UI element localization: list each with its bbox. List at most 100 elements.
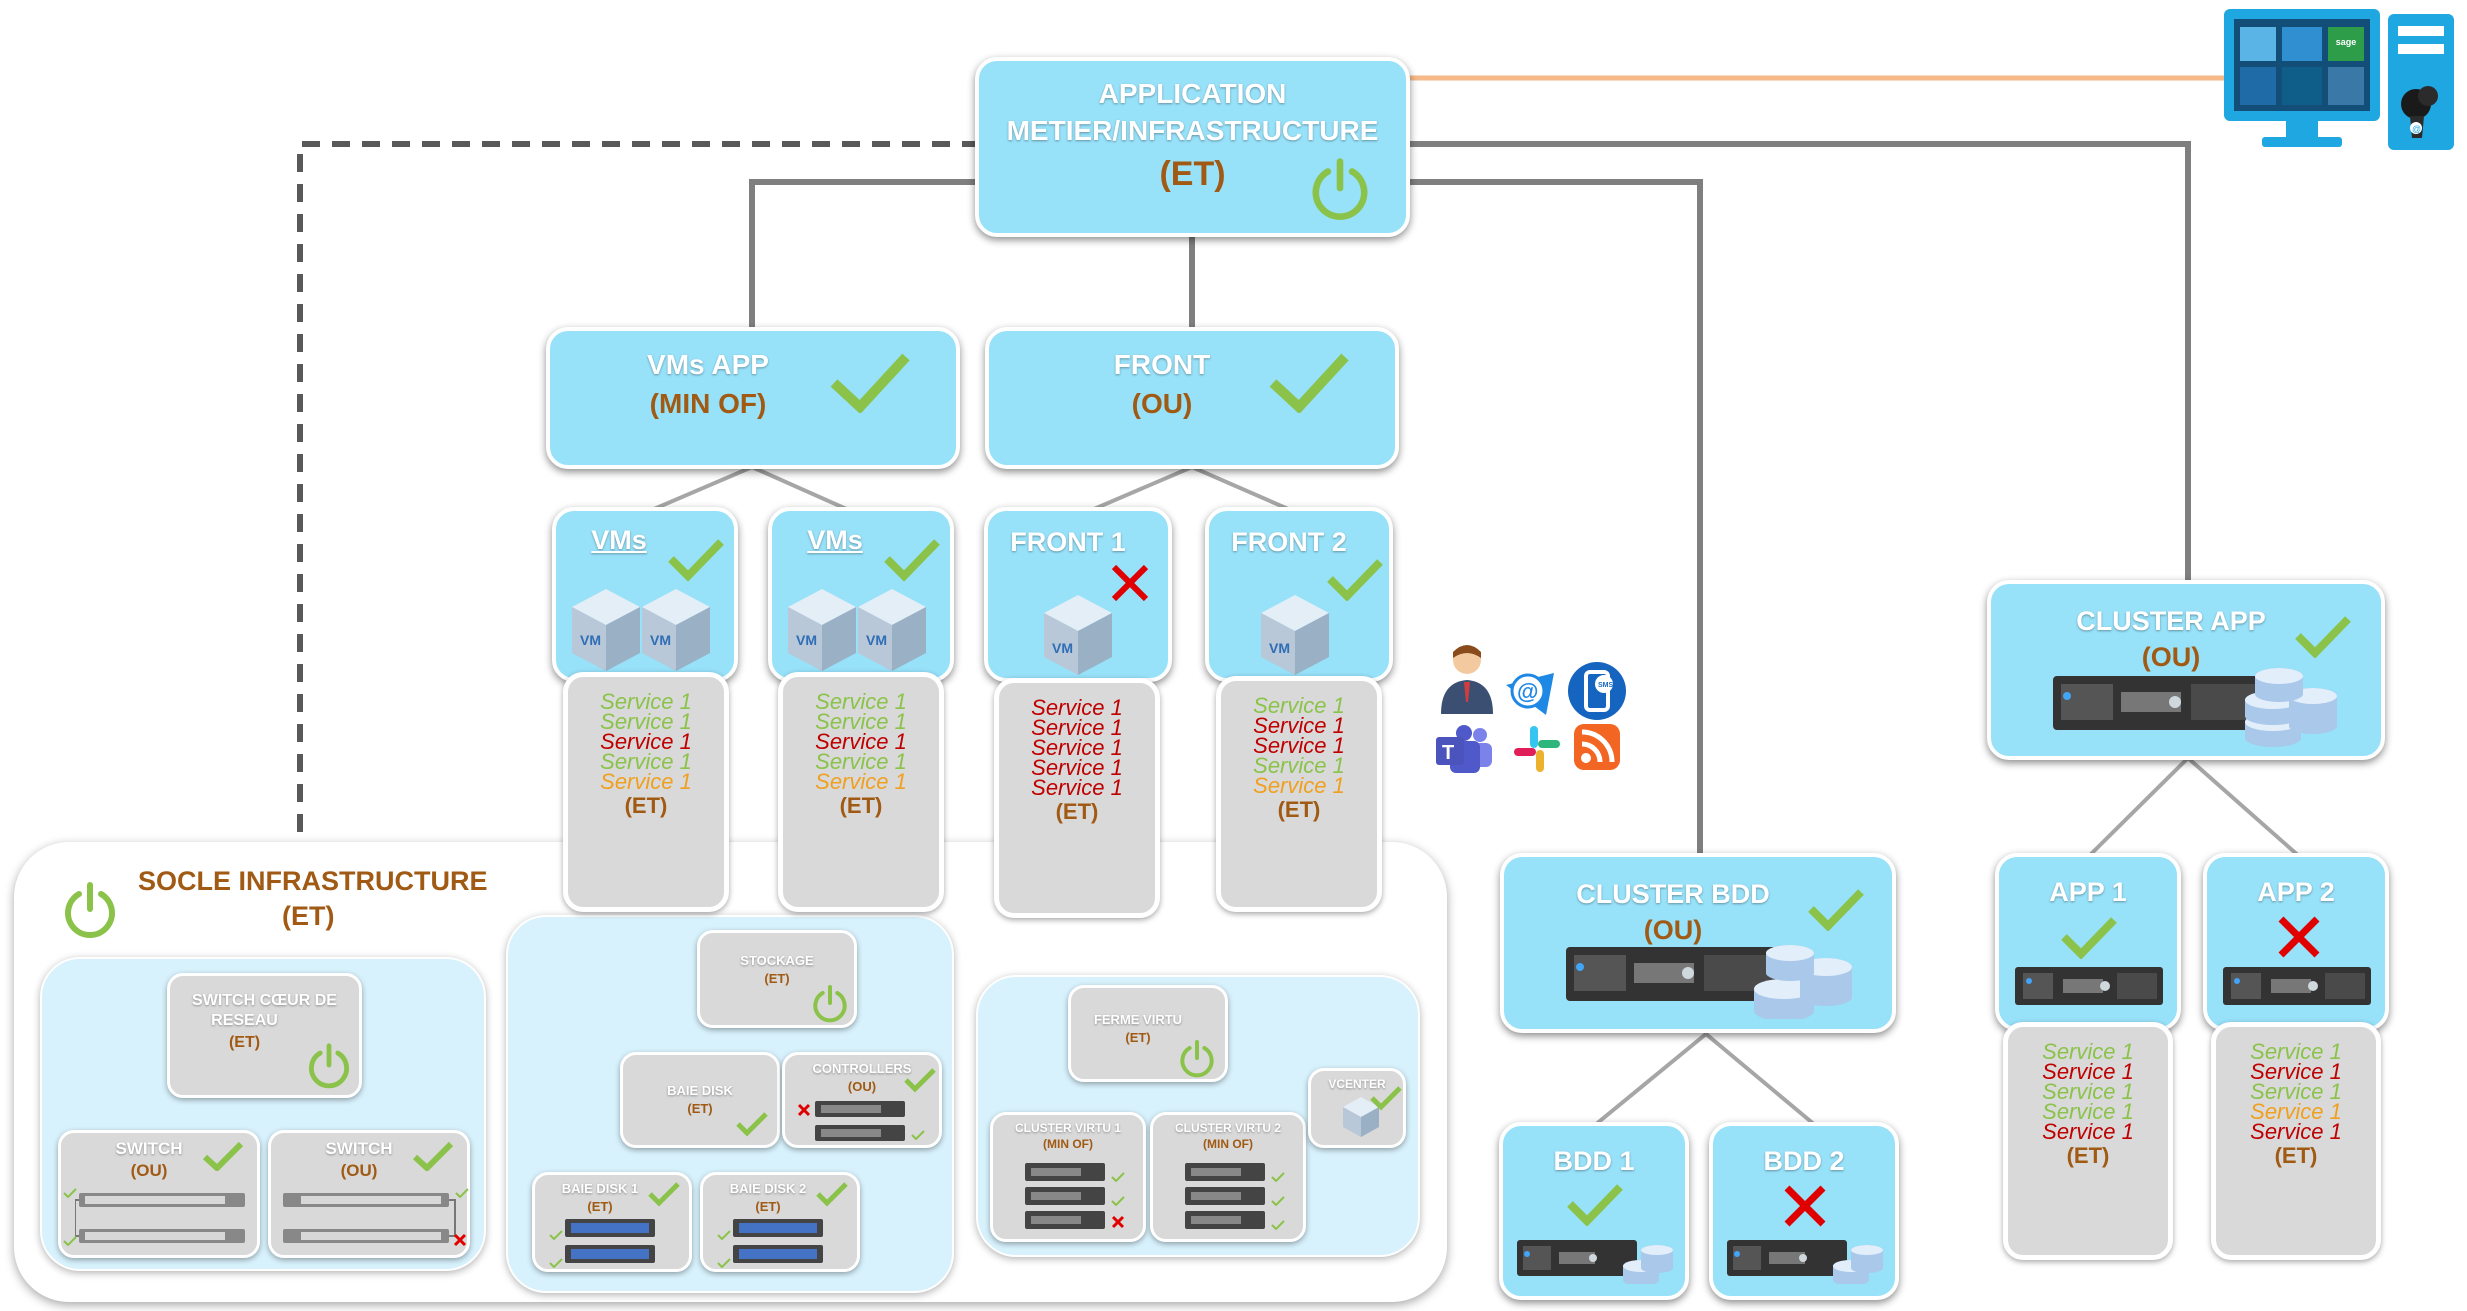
switch-coeur-title-1: SWITCH CŒUR DE [192,992,337,1009]
switch-b-node[interactable]: SWITCH (OU) [268,1130,470,1258]
vm-cube-icon: VM [1257,591,1333,682]
service-list-mode: (ET) [1055,799,1099,824]
check-icon-small [549,1255,563,1273]
service-item: Service 1 [2250,1059,2342,1084]
service-item: Service 1 [1031,695,1123,720]
power-icon [1307,155,1373,221]
check-icon [1565,1182,1625,1231]
check-icon-small [63,1185,77,1203]
switch-coeur-mode: (ET) [228,1034,261,1051]
cluster-virtu2-node[interactable]: CLUSTER VIRTU 2 (MIN OF) [1150,1112,1306,1242]
cluster-virtu1-title: CLUSTER VIRTU 1 [1014,1121,1121,1135]
power-icon [305,1041,353,1089]
check-icon-small [911,1127,925,1145]
disk-array-icon [565,1219,655,1272]
baie-disk2-node[interactable]: BAIE DISK 2 (ET) [700,1172,860,1272]
controllers-node[interactable]: CONTROLLERS (OU) [782,1052,942,1148]
link-app-vmsapp [749,179,980,332]
vms-app-title: VMs APP [647,349,769,380]
application-title-2: METIER/INFRASTRUCTURE [1006,115,1379,146]
check-icon-small [455,1185,469,1203]
service-list-mode: (ET) [624,793,668,818]
ferme-virtu-node[interactable]: FERME VIRTU (ET) [1068,985,1228,1082]
teams-icon: T [1434,725,1494,780]
power-icon [1177,1038,1217,1078]
vms-app-node[interactable]: VMs APP (MIN OF) [546,327,960,469]
baie-disk-node[interactable]: BAIE DISK (ET) [620,1052,780,1148]
monitor-icon[interactable]: sage [2222,7,2382,152]
baie-disk1-node[interactable]: BAIE DISK 1 (ET) [532,1172,692,1272]
cross-icon-small [797,1103,811,1122]
cluster-virtu1-node[interactable]: CLUSTER VIRTU 1 (MIN OF) [990,1112,1146,1242]
service-item: Service 1 [600,749,692,774]
ferme-virtu-title: FERME VIRTU [1093,1012,1183,1027]
service-item: Service 1 [1031,775,1123,800]
stockage-node[interactable]: STOCKAGE (ET) [697,930,857,1028]
application-mode: (ET) [1159,155,1226,193]
front1-node[interactable]: FRONT 1 VM [984,507,1172,682]
server-stack-icon [1185,1163,1265,1240]
service-item: Service 1 [1253,713,1345,738]
service-item: Service 1 [2042,1079,2134,1104]
switch-a-node[interactable]: SWITCH (OU) [58,1130,260,1258]
service-item: Service 1 [2042,1119,2134,1144]
service-item: Service 1 [600,729,692,754]
database-server-icon [2051,652,2341,753]
check-icon [1806,887,1866,936]
network-switch-icon [281,1191,459,1254]
app1-node[interactable]: APP 1 [1995,853,2181,1031]
cluster-bdd-mode: (OU) [1643,915,1703,945]
service-item: Service 1 [2042,1059,2134,1084]
baie-disk1-mode: (ET) [587,1199,613,1214]
switch-b-title: SWITCH [325,1139,393,1158]
socle-title: SOCLE INFRASTRUCTURE [138,866,488,896]
vm-cube-icon: VM [1040,591,1116,682]
vcenter-node[interactable]: VCENTER [1308,1068,1406,1148]
baie-disk2-title: BAIE DISK 2 [729,1181,807,1196]
cross-icon-small [453,1233,467,1252]
bdd1-node[interactable]: BDD 1 [1499,1122,1689,1300]
check-icon [201,1141,245,1176]
switch-coeur-node[interactable]: SWITCH CŒUR DE RESEAU (ET) [167,973,362,1098]
svg-text:@: @ [2412,124,2421,134]
app2-node[interactable]: APP 2 [2203,853,2389,1031]
application-title-1: APPLICATION [1098,78,1287,109]
check-icon [1325,557,1385,606]
check-icon [815,1181,849,1212]
front-node[interactable]: FRONT (OU) [985,327,1399,469]
svg-text:@: @ [1517,679,1538,704]
svg-text:VM: VM [1052,640,1073,656]
svg-text:VM: VM [1269,640,1290,656]
service-item: Service 1 [815,709,907,734]
service-list-mode: (ET) [1277,797,1321,822]
check-icon-small [717,1227,731,1245]
front2-node[interactable]: FRONT 2 VM [1205,507,1393,682]
cluster-virtu2-title: CLUSTER VIRTU 2 [1174,1121,1281,1135]
service-item: Service 1 [1253,733,1345,758]
switch-a-title: SWITCH [115,1139,183,1158]
service-item: Service 1 [2042,1039,2134,1064]
app1-title: APP 1 [2049,877,2127,907]
service-item: Service 1 [815,729,907,754]
application-node[interactable]: APPLICATION METIER/INFRASTRUCTURE (ET) [975,57,1410,237]
cross-icon [1110,563,1150,608]
check-icon-small [1271,1193,1285,1211]
cluster-app-node[interactable]: CLUSTER APP (OU) [1987,580,2385,760]
check-icon [647,1181,681,1212]
service-item: Service 1 [2042,1099,2134,1124]
check-icon [2293,614,2353,663]
email-icon: @ [1500,665,1560,726]
bdd1-title: BDD 1 [1553,1146,1635,1176]
check-icon-small [1111,1169,1125,1187]
bdd2-title: BDD 2 [1763,1146,1845,1176]
check-icon-small [717,1255,731,1273]
bdd2-node[interactable]: BDD 2 [1709,1122,1899,1300]
cluster-bdd-node[interactable]: CLUSTER BDD (OU) [1500,853,1896,1033]
